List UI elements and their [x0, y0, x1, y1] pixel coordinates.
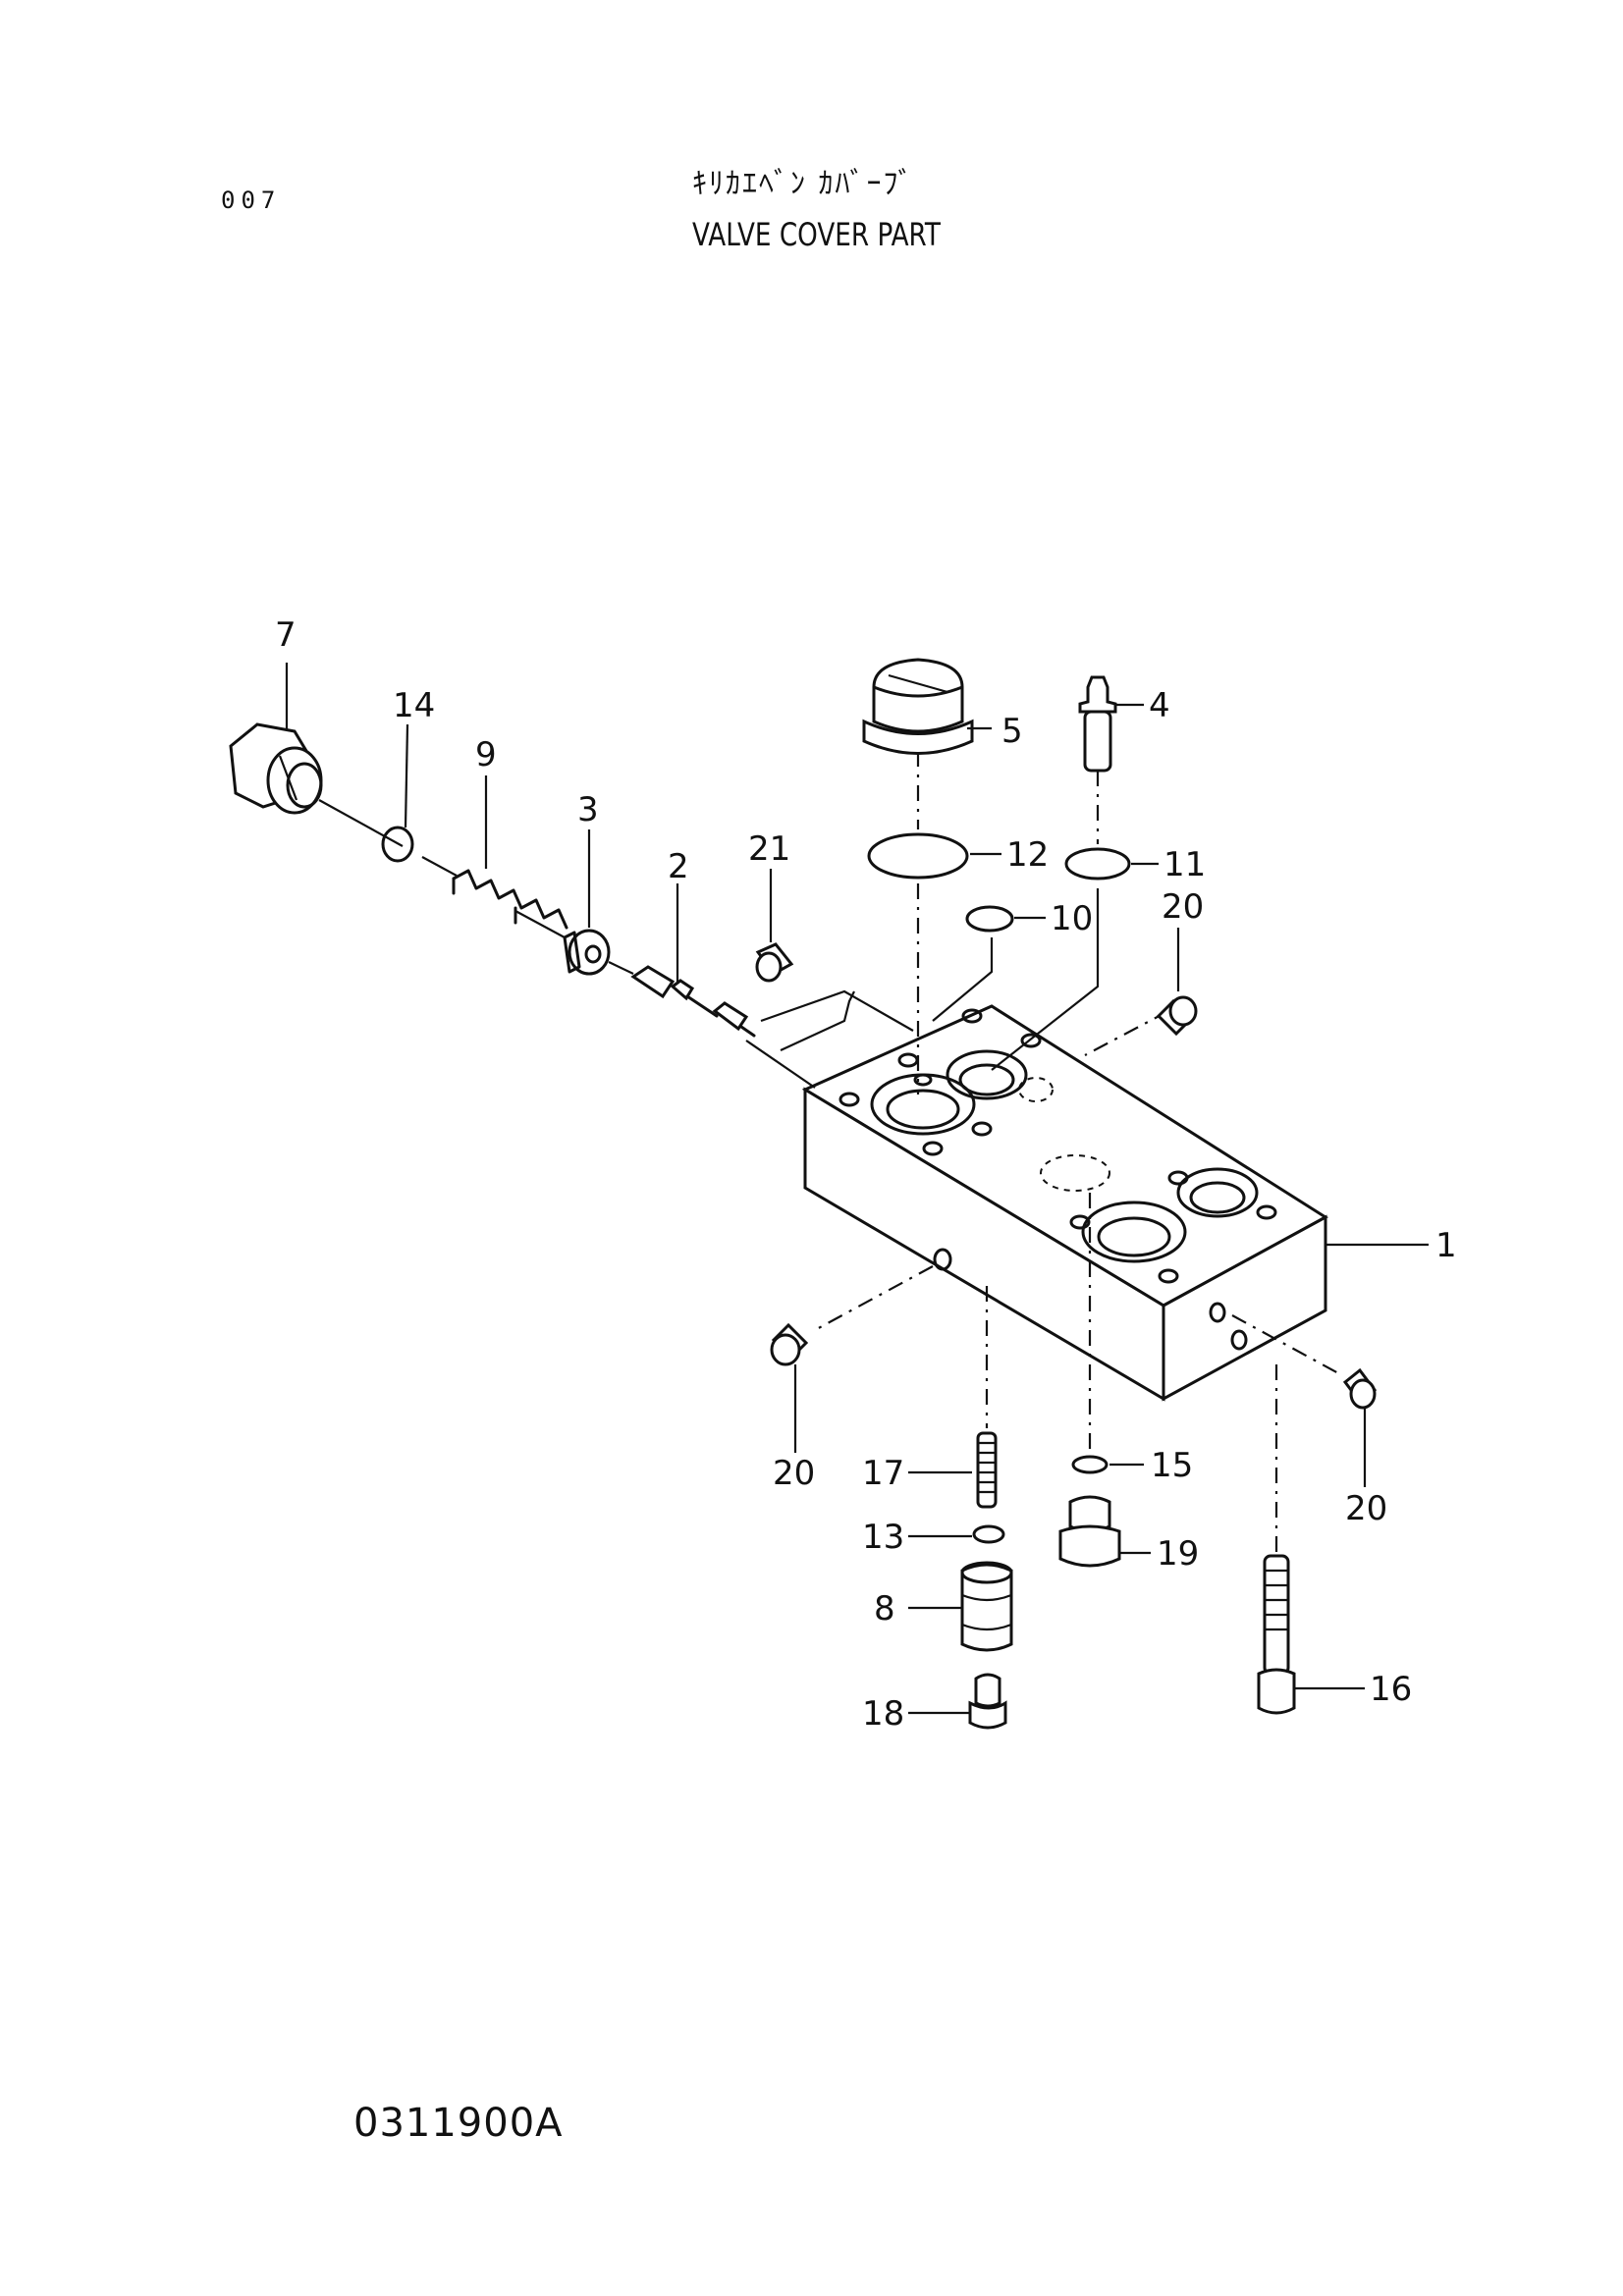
- callout-19: 19: [1157, 1534, 1199, 1574]
- part-20-plug-right: [1342, 1367, 1378, 1410]
- callout-11: 11: [1163, 845, 1206, 884]
- callout-10: 10: [1051, 899, 1093, 938]
- part-20-plug-top: [1156, 995, 1198, 1037]
- part-3-seat: [563, 929, 611, 976]
- part-11-oring: [1064, 847, 1131, 881]
- title-japanese: ｷﾘｶｴﾍﾞﾝ ｶﾊﾞｰﾌﾞ: [692, 167, 915, 201]
- part-12-oring: [867, 832, 969, 880]
- part-9-spring: [452, 869, 568, 930]
- part-4-pin: [1078, 675, 1117, 773]
- callout-5: 5: [1001, 712, 1023, 751]
- leader-lines: [285, 663, 1367, 1556]
- part-18-plug: [968, 1673, 1007, 1730]
- callout-16: 16: [1370, 1670, 1412, 1709]
- part-13-oring: [972, 1524, 1005, 1544]
- part-15-oring: [1071, 1455, 1109, 1474]
- callout-labels: 7 14 9 3 2 21 5 4 12 11 10 20 1 20 20 17…: [275, 615, 1457, 1734]
- title-english: VALVE COVER PART: [692, 216, 941, 253]
- part-8-sleeve: [960, 1561, 1013, 1652]
- callout-20-right: 20: [1345, 1489, 1387, 1528]
- part-10-oring: [965, 905, 1014, 933]
- part-21-plug: [755, 942, 794, 983]
- callout-17: 17: [862, 1454, 904, 1493]
- part-7-plug: [229, 722, 323, 815]
- callout-3: 3: [577, 790, 599, 829]
- callout-15: 15: [1151, 1446, 1193, 1485]
- callout-2: 2: [668, 847, 689, 886]
- callout-20-top: 20: [1162, 887, 1204, 927]
- callout-14: 14: [393, 686, 435, 725]
- part-2-spool: [630, 965, 756, 1038]
- part-16-bolt: [1257, 1554, 1296, 1715]
- callout-13: 13: [862, 1518, 904, 1557]
- callout-20-left: 20: [773, 1454, 815, 1493]
- callout-8: 8: [874, 1589, 895, 1629]
- part-5-plug: [862, 658, 974, 755]
- callout-4: 4: [1149, 686, 1170, 725]
- drawing-code: 0311900A: [353, 2101, 564, 2146]
- part-14-oring: [381, 826, 414, 863]
- callout-18: 18: [862, 1694, 904, 1734]
- callout-9: 9: [475, 735, 497, 774]
- part-20-plug-left: [770, 1322, 809, 1366]
- callout-7: 7: [275, 615, 297, 655]
- callout-12: 12: [1006, 835, 1049, 875]
- valve-body: [801, 1004, 1328, 1402]
- part-17-stud: [976, 1431, 998, 1509]
- page-number: 007: [221, 187, 282, 214]
- callout-21: 21: [748, 829, 790, 869]
- part-19-plug: [1058, 1495, 1121, 1568]
- callout-1: 1: [1435, 1226, 1457, 1265]
- callout-leaders: [908, 703, 1429, 1715]
